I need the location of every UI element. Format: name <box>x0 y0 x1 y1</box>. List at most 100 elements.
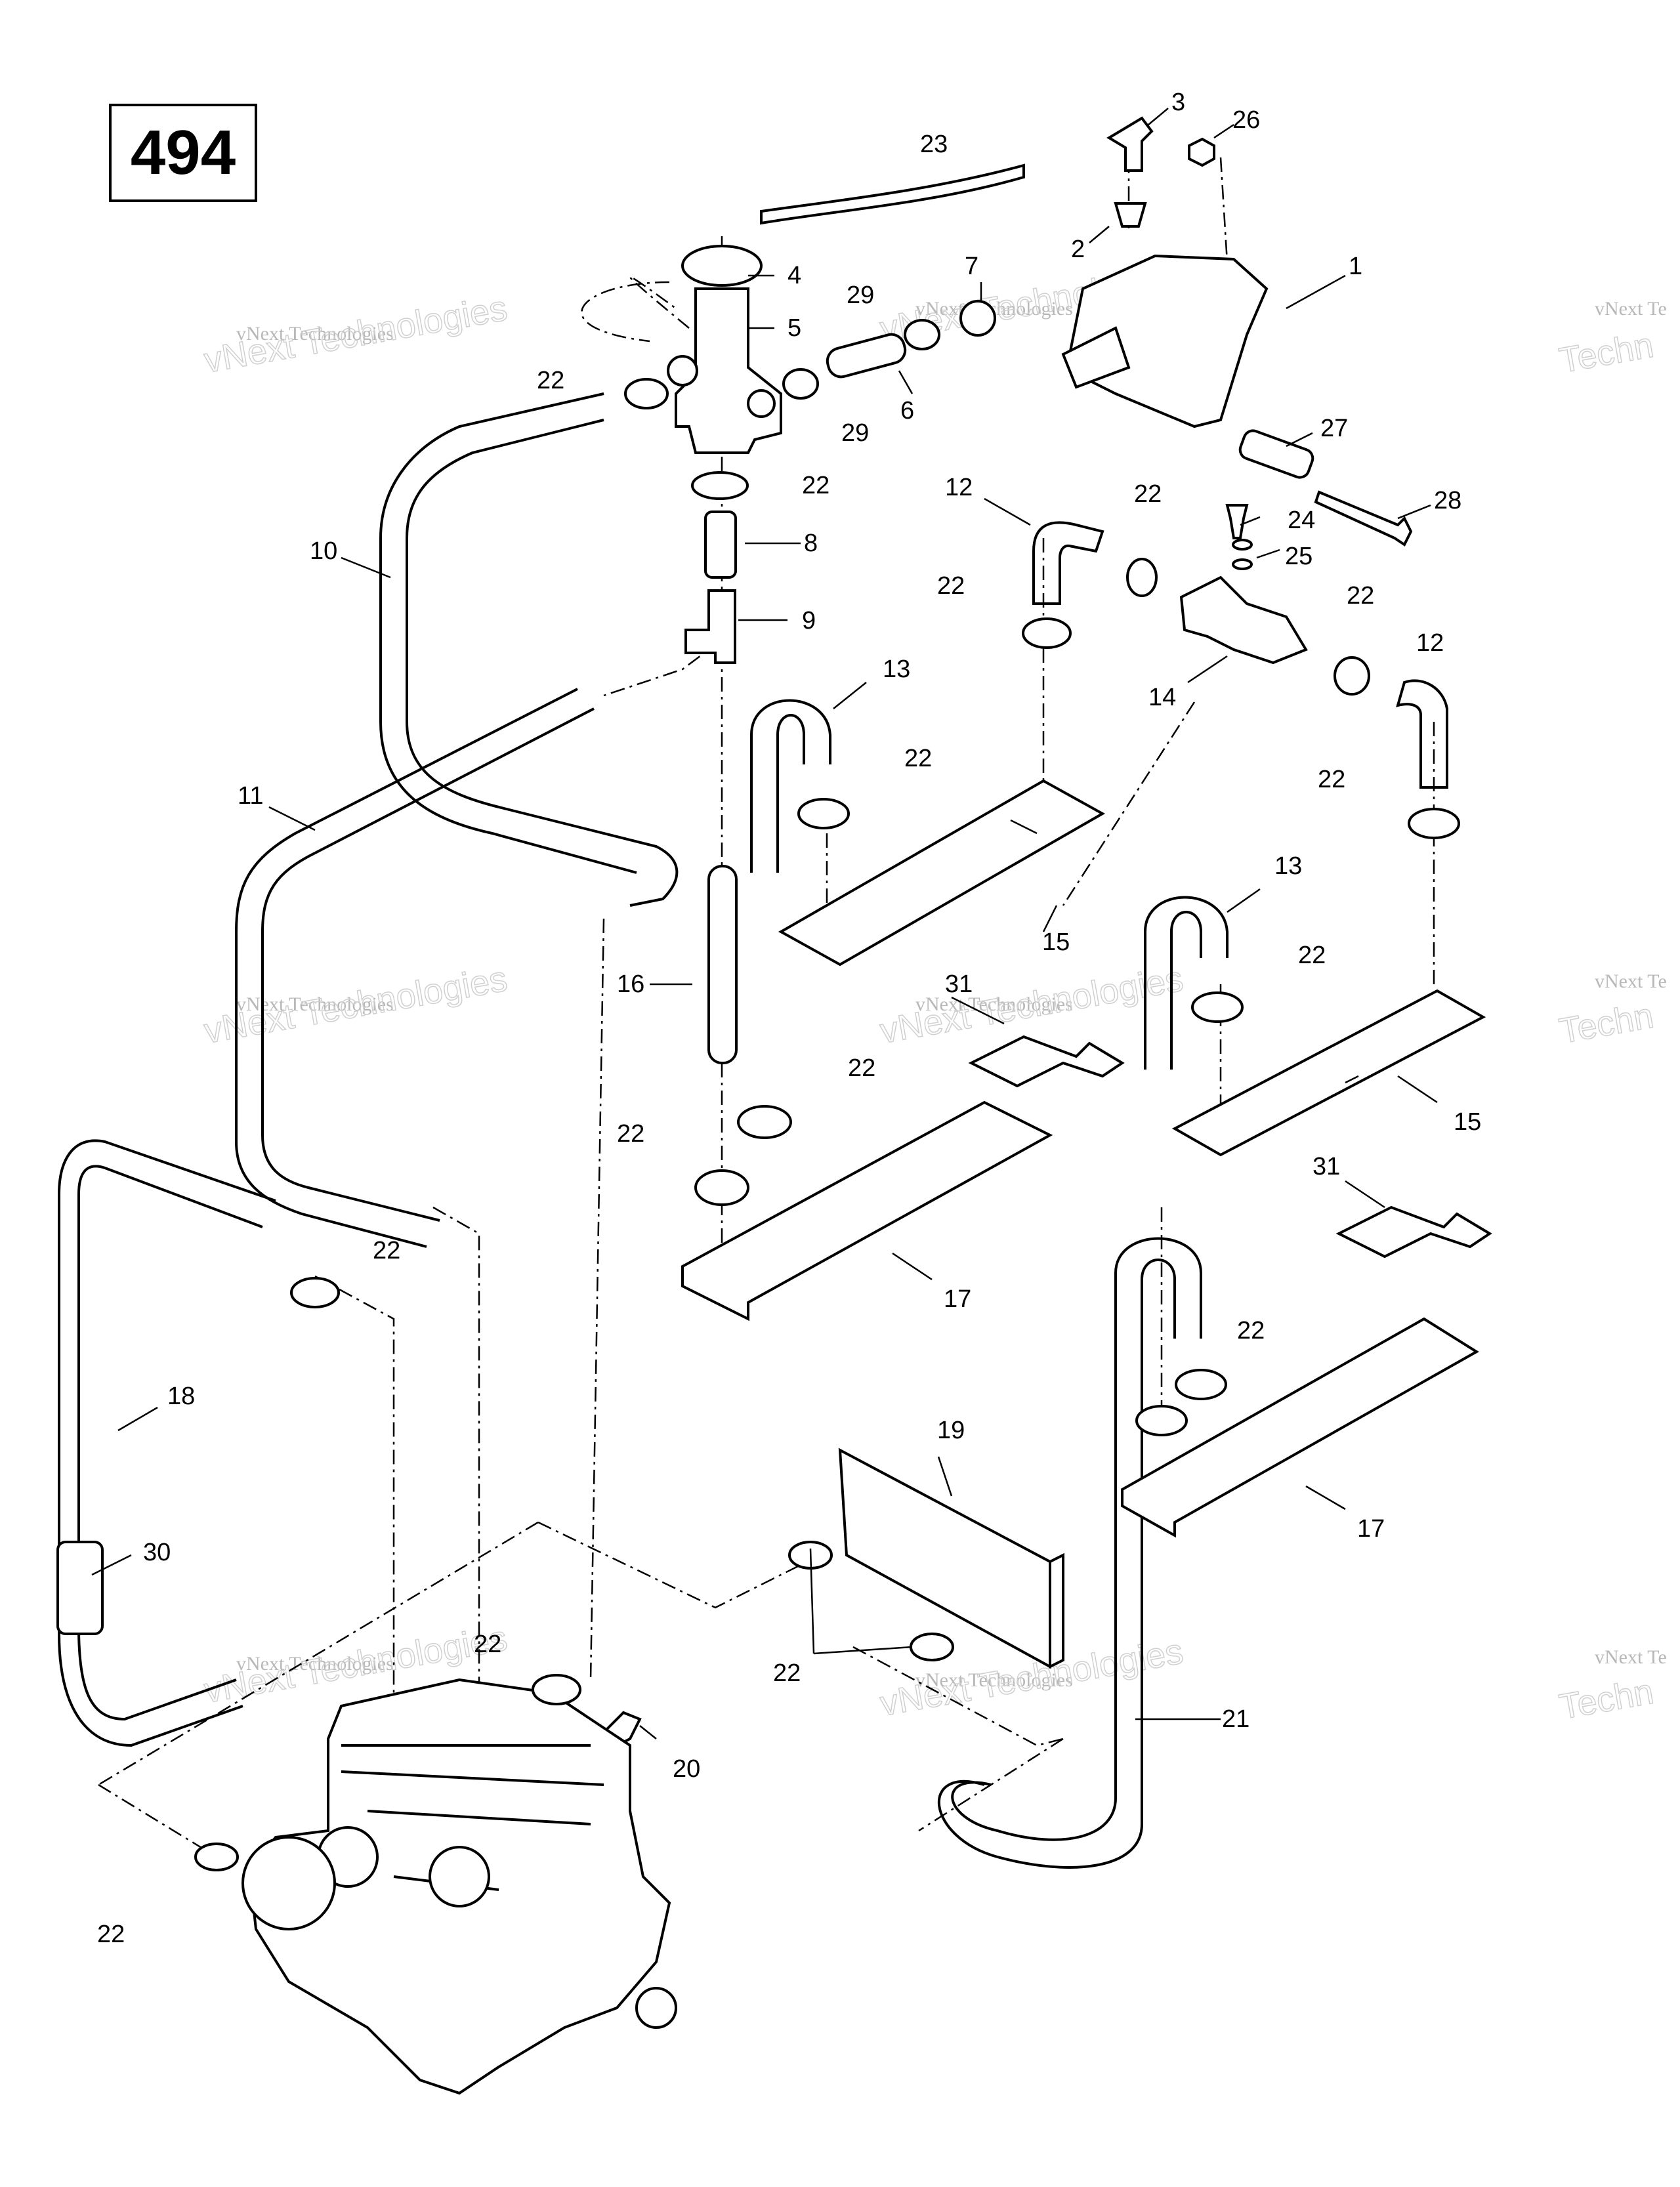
callout-10: 10 <box>310 537 337 565</box>
radiator-cap <box>681 245 763 287</box>
engine-flywheel <box>242 1836 336 1930</box>
washer <box>1232 539 1253 551</box>
heat-exchanger <box>681 1100 1053 1322</box>
straight-hose <box>707 865 738 1064</box>
return-hose <box>937 1237 1202 1869</box>
callout-14: 14 <box>1148 684 1176 711</box>
callout-19: 19 <box>937 1417 965 1444</box>
callout-30: 30 <box>143 1539 171 1566</box>
short-hose <box>826 333 907 379</box>
bracket <box>968 1035 1125 1088</box>
hose-clamp <box>1191 991 1244 1023</box>
callout-11: 11 <box>238 782 263 810</box>
callout-1: 1 <box>1349 253 1362 280</box>
callout-22: 22 <box>802 472 830 499</box>
callout-18: 18 <box>167 1383 195 1410</box>
hose-clamp <box>1126 558 1158 597</box>
callout-8: 8 <box>804 530 818 557</box>
callout-22: 22 <box>904 745 932 772</box>
callout-6: 6 <box>900 397 914 425</box>
callout-17: 17 <box>944 1285 971 1313</box>
radiator-hose <box>235 688 595 1248</box>
watermark-text: vNext Technologies <box>877 959 1186 1051</box>
watermark-text: vNext Technologies <box>201 289 511 381</box>
bracket <box>1335 1205 1492 1259</box>
hoses <box>56 163 1448 1869</box>
hose-clamp <box>694 1169 749 1206</box>
elbow-fitting <box>1106 116 1154 172</box>
hose-clamp <box>782 368 819 400</box>
fitting <box>959 300 996 337</box>
callout-22: 22 <box>1134 480 1162 508</box>
hose-clamp <box>691 471 749 500</box>
callout-13: 13 <box>883 656 910 683</box>
housing-outlet <box>747 389 776 418</box>
callout-12: 12 <box>945 474 973 501</box>
hose-clamp <box>1408 808 1460 839</box>
hose-clamp <box>737 1105 792 1139</box>
watermark-text: vNext Te <box>1595 970 1667 992</box>
callout-23: 23 <box>920 131 948 158</box>
hose-clamp <box>797 798 850 829</box>
tank-bracket <box>1061 326 1131 389</box>
overflow-hose <box>760 163 1025 225</box>
callout-28: 28 <box>1434 487 1461 514</box>
hose-clamp <box>1334 656 1370 696</box>
watermark-text: vNext Technologies <box>915 993 1073 1015</box>
callout-25: 25 <box>1285 543 1312 570</box>
hose-clamp <box>194 1843 239 1871</box>
callout-29: 29 <box>847 281 874 309</box>
screw <box>1225 504 1249 539</box>
callout-5: 5 <box>788 314 801 342</box>
callout-22: 22 <box>1298 942 1326 969</box>
engine-head-detail <box>341 1744 604 1891</box>
watermark-text: Techn <box>1557 1672 1656 1727</box>
diagram-id-box: 494 <box>109 104 257 202</box>
callout-22: 22 <box>1347 582 1374 610</box>
watermark-text: vNext Technologies <box>201 959 511 1051</box>
watermark-text: Techn <box>1557 996 1656 1051</box>
hose-clamp <box>910 1633 954 1661</box>
callout-22: 22 <box>1237 1317 1265 1344</box>
callout-22: 22 <box>617 1120 644 1148</box>
watermark-text: vNext Technologies <box>915 1669 1073 1691</box>
callout-22: 22 <box>474 1631 501 1658</box>
diagram-id: 494 <box>130 117 236 188</box>
bolt <box>1314 490 1413 547</box>
callout-29: 29 <box>841 419 869 447</box>
hose-sleeve <box>56 1541 104 1635</box>
callout-22: 22 <box>937 572 965 600</box>
upper-hose <box>379 392 679 907</box>
callout-4: 4 <box>788 262 801 289</box>
callout-15: 15 <box>1042 928 1070 956</box>
callout-24: 24 <box>1288 507 1315 534</box>
cooling-plate <box>838 1448 1051 1669</box>
callout-7: 7 <box>965 253 978 280</box>
callout-22: 22 <box>1318 766 1345 793</box>
hose-clamp <box>532 1674 581 1705</box>
leader-lines <box>91 108 1438 1739</box>
engine-pulley <box>635 1987 677 2029</box>
callout-20: 20 <box>673 1755 700 1783</box>
hose-clamps <box>194 319 1460 1871</box>
short-hose <box>704 510 737 579</box>
hose-clamp <box>1135 1405 1188 1436</box>
callout-22: 22 <box>848 1054 875 1082</box>
cooling-plate-side <box>1049 1552 1064 1669</box>
callout-3: 3 <box>1171 89 1185 116</box>
tee-fitting <box>684 589 736 664</box>
callout-27: 27 <box>1320 415 1348 442</box>
callout-21: 21 <box>1222 1705 1250 1733</box>
hose-connector <box>1179 575 1308 665</box>
callout-2: 2 <box>1071 236 1085 263</box>
hose-clamp <box>1022 617 1072 649</box>
watermark-text: Techn <box>1557 325 1656 381</box>
callout-22: 22 <box>537 367 564 394</box>
hose-clamp <box>904 319 940 350</box>
heat-exchanger <box>1121 1317 1479 1538</box>
hose-clamp <box>624 378 669 409</box>
elbow-hose <box>1032 521 1104 605</box>
u-hose <box>1144 896 1228 1070</box>
callout-22: 22 <box>97 1921 125 1948</box>
callout-15: 15 <box>1454 1108 1481 1136</box>
